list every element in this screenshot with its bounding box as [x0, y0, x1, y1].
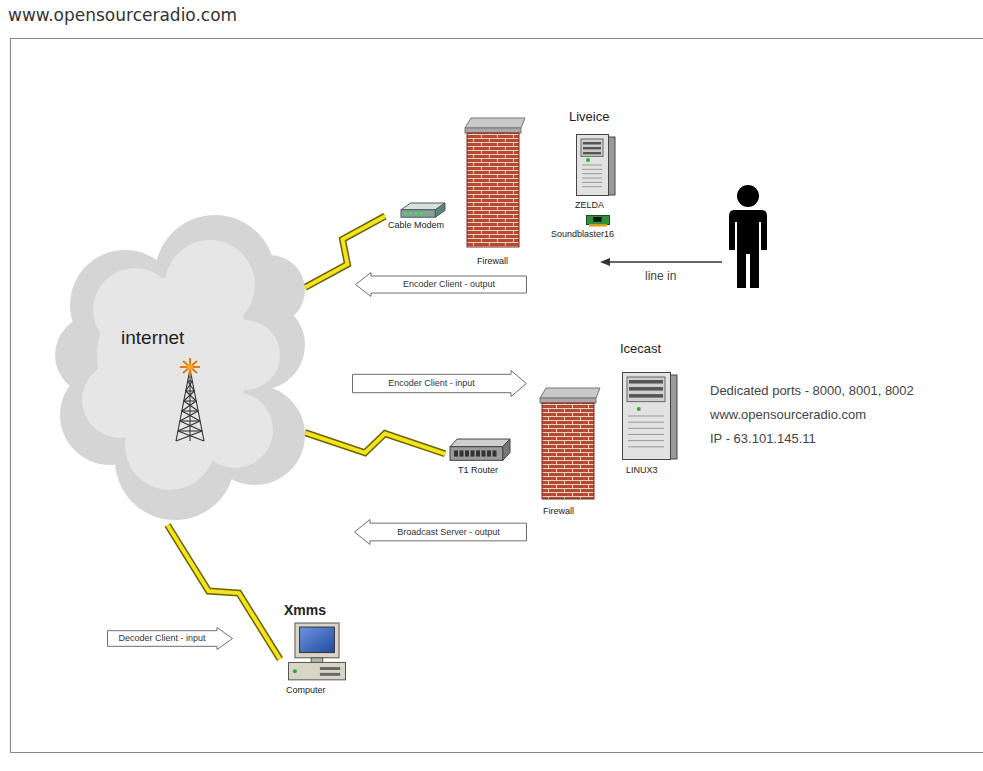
flow-label: Decoder Client - input — [118, 633, 205, 643]
node-label: Liveice — [569, 110, 609, 125]
wall-icon — [465, 118, 525, 248]
node-label: T1 Router — [458, 465, 498, 475]
node-sublabel: Computer — [286, 685, 326, 695]
node-label: Firewall — [477, 256, 508, 266]
page-frame — [10, 38, 983, 753]
cloud-icon — [55, 195, 305, 525]
t1-router: T1 Router — [445, 437, 517, 479]
node-sublabel: ZELDA — [575, 200, 604, 210]
line-in-arrow — [600, 258, 722, 266]
internet-cloud: internet — [55, 195, 305, 525]
flow-label: Broadcast Server - output — [397, 527, 500, 537]
wall-icon — [540, 388, 600, 500]
flow-arrow: Decoder Client - input — [107, 627, 233, 650]
server-icon — [576, 134, 616, 196]
computer-icon — [288, 623, 346, 681]
person-figure — [729, 185, 767, 288]
node-label: Firewall — [543, 506, 574, 516]
lightning-link — [305, 433, 445, 454]
server-node: IcecastLINUX3 — [612, 342, 690, 482]
page-title: www.opensourceradio.com — [8, 6, 237, 26]
router-icon — [450, 439, 510, 461]
node-label: Cable Modem — [388, 220, 444, 230]
server-info: Dedicated ports - 8000, 8001, 8002 — [710, 384, 914, 399]
server-icon — [622, 372, 678, 460]
server-node: LiveiceZELDA — [560, 110, 630, 215]
flow-label: Encoder Client - output — [403, 279, 495, 289]
sound-card: Soundblaster16 — [548, 214, 632, 244]
cable-modem: Cable Modem — [385, 200, 455, 232]
server-info: www.opensourceradio.com — [710, 408, 866, 423]
server-info: IP - 63.101.145.11 — [710, 432, 816, 447]
client-computer: XmmsComputer — [280, 602, 355, 697]
node-label: Soundblaster16 — [551, 229, 614, 239]
flow-arrow: Encoder Client - output — [355, 272, 527, 297]
flow-arrow: Broadcast Server - output — [354, 519, 527, 545]
firewall: Firewall — [535, 385, 605, 520]
firewall: Firewall — [460, 115, 530, 270]
node-label: Icecast — [620, 342, 661, 357]
node-sublabel: LINUX3 — [626, 465, 658, 475]
flow-arrow: Encoder Client - input — [352, 370, 527, 397]
signal-label: line in — [645, 270, 676, 284]
modem-icon — [401, 203, 445, 218]
card-icon — [586, 215, 610, 227]
node-label: Xmms — [284, 602, 326, 618]
node-label: internet — [121, 327, 184, 349]
flow-label: Encoder Client - input — [388, 378, 475, 388]
